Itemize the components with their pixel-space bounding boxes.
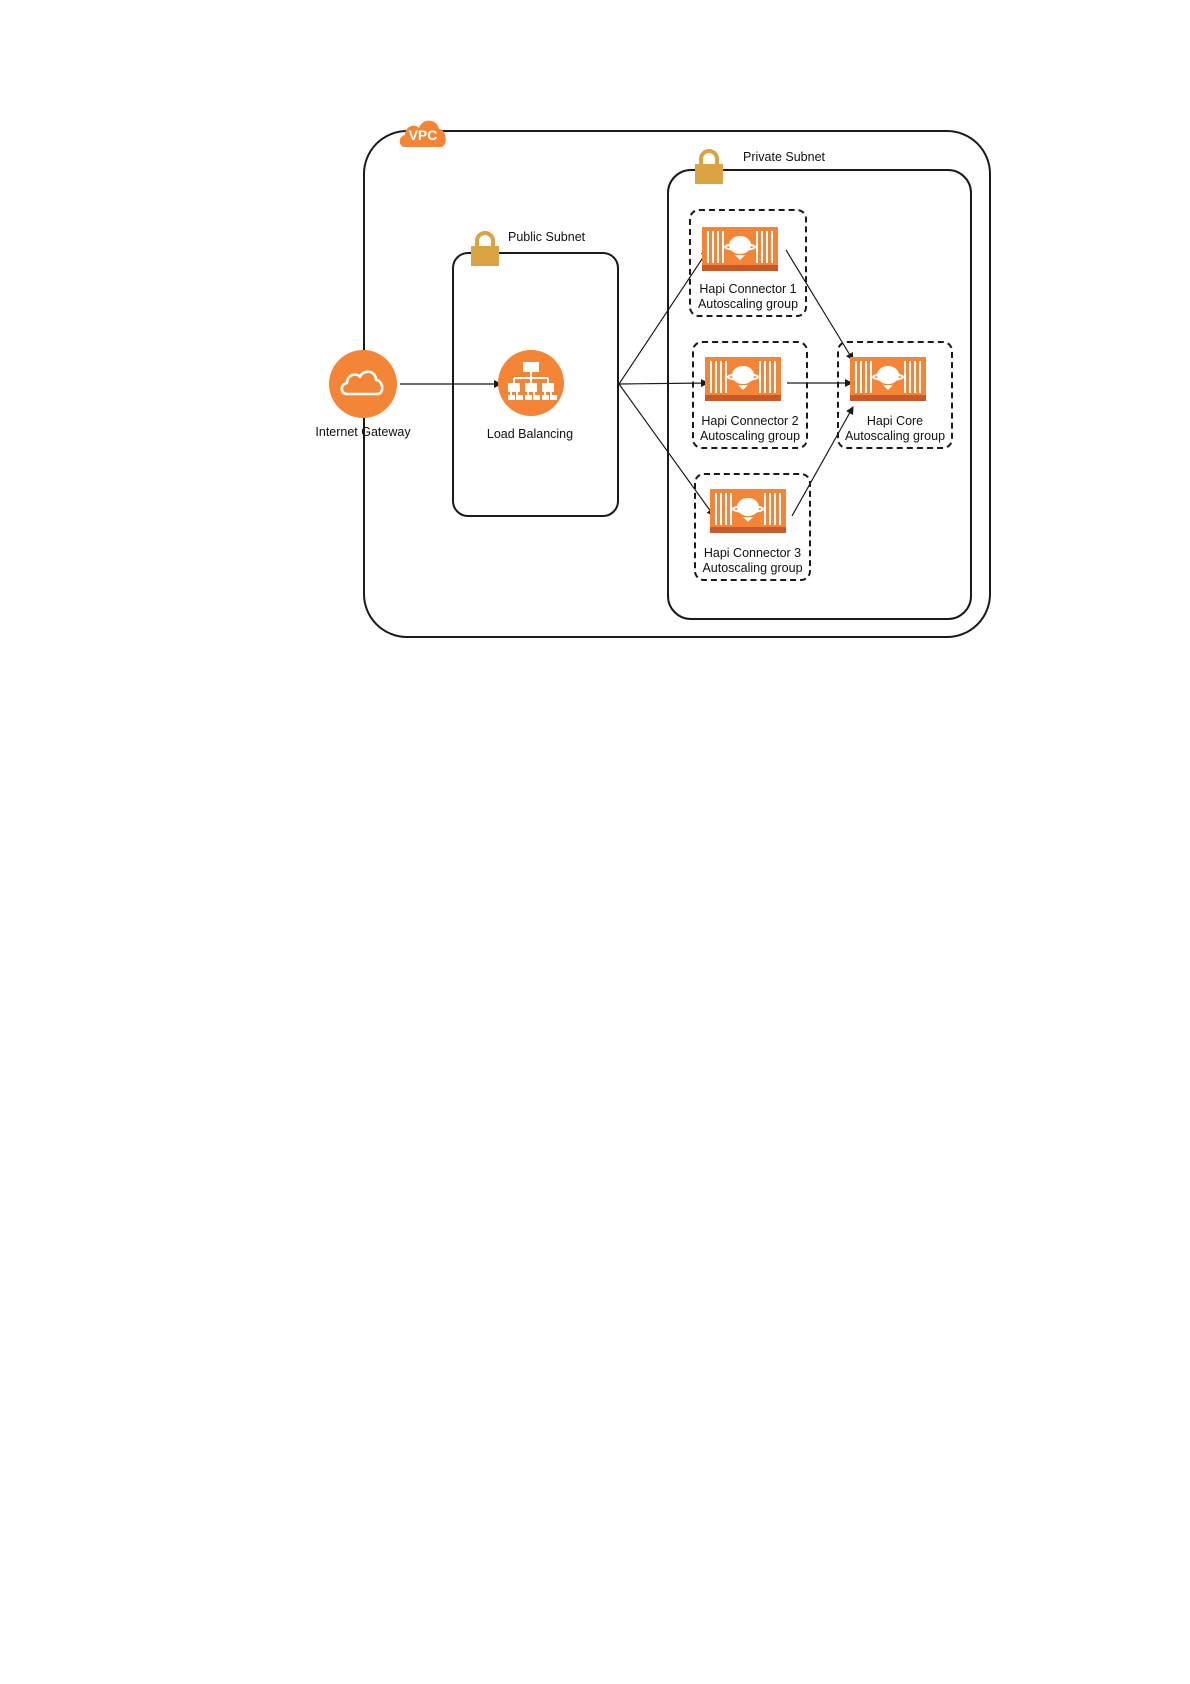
core-name: Hapi Core <box>833 414 957 429</box>
edge-lb-to-connector-2 <box>619 383 708 384</box>
hierarchy-icon <box>497 349 565 417</box>
private-subnet-label: Private Subnet <box>743 150 825 165</box>
edge-lb-to-connector-1 <box>619 250 708 384</box>
lock-icon <box>469 231 501 267</box>
internet-gateway-label: Internet Gateway <box>309 425 417 440</box>
connector-2-group: Autoscaling group <box>692 429 808 444</box>
container-icon-core <box>850 357 926 401</box>
connector-2-label: Hapi Connector 2 Autoscaling group <box>692 414 808 444</box>
connection-lines <box>0 0 1190 700</box>
container-icon-connector-2 <box>705 357 781 401</box>
vpc-label: VPC <box>405 128 441 143</box>
connector-1-label: Hapi Connector 1 Autoscaling group <box>689 282 807 312</box>
connector-3-group: Autoscaling group <box>694 561 811 576</box>
load-balancing-label: Load Balancing <box>475 427 585 442</box>
connector-3-label: Hapi Connector 3 Autoscaling group <box>694 546 811 576</box>
container-icon-connector-1 <box>702 227 778 271</box>
connector-1-group: Autoscaling group <box>689 297 807 312</box>
public-subnet-label: Public Subnet <box>508 230 585 245</box>
connector-3-name: Hapi Connector 3 <box>694 546 811 561</box>
cloud-icon <box>328 349 398 419</box>
core-group: Autoscaling group <box>833 429 957 444</box>
core-label: Hapi Core Autoscaling group <box>833 414 957 444</box>
connector-2-name: Hapi Connector 2 <box>692 414 808 429</box>
container-icon-connector-3 <box>710 489 786 533</box>
lock-icon <box>693 149 725 185</box>
edge-lb-to-connector-3 <box>619 384 714 516</box>
connector-1-name: Hapi Connector 1 <box>689 282 807 297</box>
